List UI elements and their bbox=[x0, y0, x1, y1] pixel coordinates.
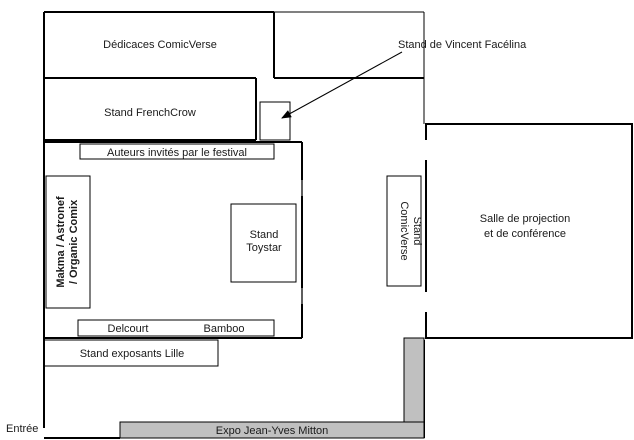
expo-jean-yves-mitton: Expo Jean-Yves Mitton bbox=[119, 337, 425, 439]
salle-label-line1: Salle de projection bbox=[480, 213, 571, 225]
main-hall bbox=[44, 141, 303, 339]
makma-label-line2: / Organic Comix bbox=[68, 199, 80, 284]
toystar-label-line1: Stand bbox=[250, 229, 279, 241]
bamboo-label: Bamboo bbox=[204, 323, 245, 335]
expo-label: Expo Jean-Yves Mitton bbox=[216, 425, 329, 437]
frenchcrow-label: Stand FrenchCrow bbox=[104, 107, 196, 119]
makma-label-line1: Makma / Astronef bbox=[55, 196, 67, 288]
comicverse-label-line2: ComicVerse bbox=[398, 201, 410, 260]
entree-label: Entrée bbox=[6, 423, 38, 435]
dedicaces-comicverse-area: Dédicaces ComicVerse bbox=[44, 12, 424, 79]
auteurs-label: Auteurs invités par le festival bbox=[107, 147, 247, 159]
dedicaces-label: Dédicaces ComicVerse bbox=[103, 39, 217, 51]
vincent-label: Stand de Vincent Facélina bbox=[398, 39, 527, 51]
comicverse-label-line1: Stand bbox=[411, 217, 423, 246]
stand-delcourt-bamboo: Delcourt Bamboo bbox=[77, 319, 275, 337]
delcourt-label: Delcourt bbox=[108, 323, 149, 335]
toystar-label-line2: Toystar bbox=[246, 242, 282, 254]
stand-comicverse: Stand ComicVerse bbox=[386, 175, 423, 287]
stand-vincent-facelina: Stand de Vincent Facélina bbox=[259, 39, 527, 141]
stand-auteurs-invites: Auteurs invités par le festival bbox=[79, 143, 275, 160]
exposants-label: Stand exposants Lille bbox=[80, 348, 185, 360]
stand-exposants-lille: Stand exposants Lille bbox=[43, 339, 219, 367]
salle-projection: Salle de projection et de conférence bbox=[424, 123, 633, 339]
outer-walls bbox=[43, 11, 425, 439]
salle-label-line2: et de conférence bbox=[484, 228, 566, 240]
stand-toystar: Stand Toystar bbox=[230, 203, 297, 283]
stand-makma: Makma / Astronef / Organic Comix bbox=[45, 175, 91, 309]
stand-frenchcrow-area: Stand FrenchCrow bbox=[44, 78, 257, 141]
vincent-arrow bbox=[281, 51, 403, 119]
